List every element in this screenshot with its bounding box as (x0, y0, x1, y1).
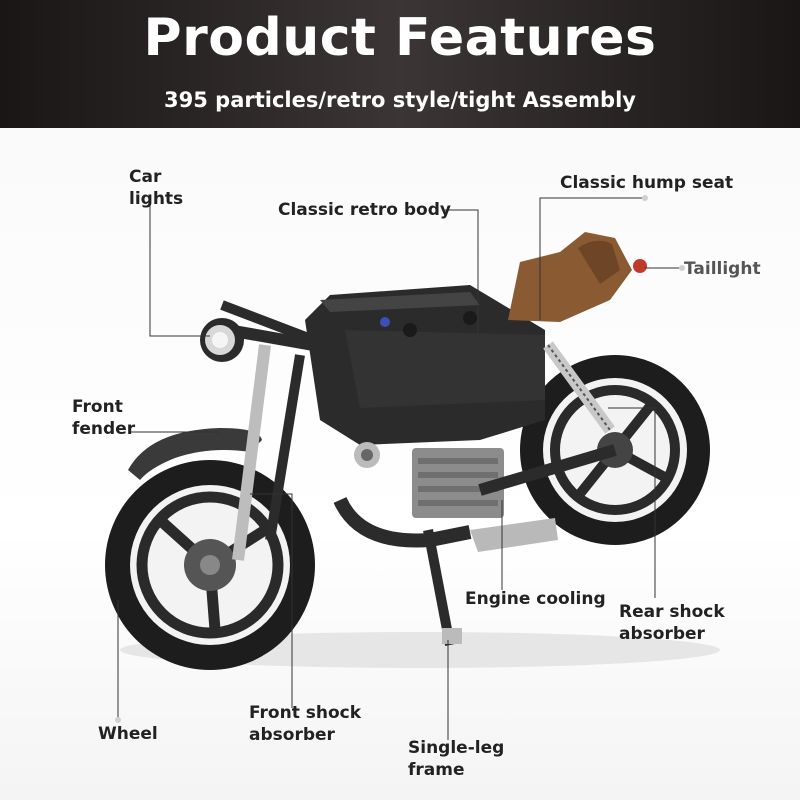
label-front-fender: Front fender (72, 397, 136, 439)
label-car-lights: Car lights (129, 167, 184, 209)
front-wheel (105, 460, 315, 670)
kickstand (423, 529, 455, 646)
headlight (200, 318, 244, 362)
engine-block (354, 442, 504, 518)
label-rear-shock-absorber: Rear shock absorber (619, 602, 725, 644)
body (305, 285, 545, 445)
hump-seat (508, 232, 647, 322)
label-front-shock-absorber: Front shock absorber (249, 703, 362, 745)
label-classic-hump-seat: Classic hump seat (560, 173, 734, 193)
label-engine-cooling: Engine cooling (465, 589, 606, 609)
label-wheel: Wheel (98, 724, 158, 744)
header-banner: Product Features 395 particles/retro sty… (0, 0, 800, 128)
front-fender (128, 428, 262, 480)
rear-shock (543, 341, 615, 434)
page-subtitle: 395 particles/retro style/tight Assembly (164, 88, 636, 112)
swingarm (478, 444, 617, 496)
label-single-leg-frame: Single-leg frame (408, 738, 505, 780)
exhaust (470, 518, 558, 552)
label-classic-retro-body: Classic retro body (278, 200, 451, 220)
page-title: Product Features (143, 8, 657, 68)
label-taillight: Taillight (684, 259, 761, 279)
